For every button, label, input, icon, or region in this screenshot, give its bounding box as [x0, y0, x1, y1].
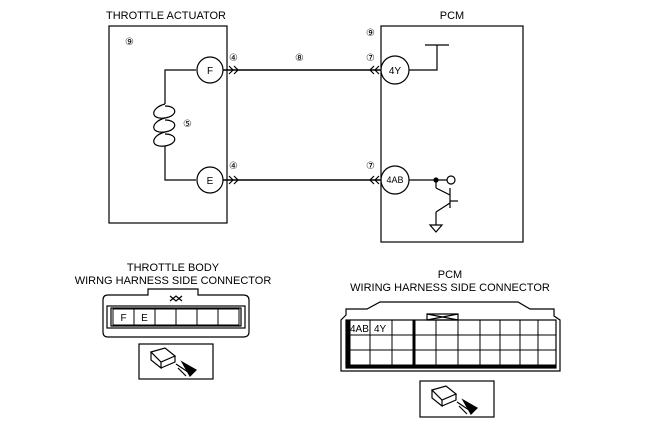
pcm-power-supply-symbol	[409, 44, 449, 71]
pcm-connector-view-icon	[430, 385, 478, 415]
pcm-connector-title-2: WIRING HARNESS SIDE CONNECTOR	[350, 282, 550, 294]
actuator-box-callout: ⑨	[125, 37, 134, 48]
connector-chevron-actuator-top	[228, 65, 239, 75]
connector-chevron-pcm-bottom	[369, 175, 380, 185]
connector-pcm-bottom-callout: ⑦	[366, 161, 375, 172]
pcm-connector-grid	[349, 319, 557, 367]
pcm-connector-view-frame	[419, 380, 495, 418]
tb-connector-cell	[154, 308, 177, 326]
tb-connector-cell	[196, 308, 219, 326]
pcm-connector-cell-4ab: 4AB	[350, 324, 369, 335]
pcm-title: PCM	[440, 10, 464, 22]
actuator-terminal-f-label: F	[207, 66, 213, 77]
connector-actuator-top-callout: ④	[229, 53, 238, 64]
pcm-connector-cell-4y: 4Y	[374, 324, 387, 335]
motor-coil-symbol	[153, 69, 196, 181]
tb-connector-body	[102, 288, 250, 338]
connector-actuator-bottom-callout: ④	[229, 161, 238, 172]
wire-harness-callout: ⑧	[295, 53, 304, 64]
connector-pcm-top-callout: ⑦	[366, 53, 375, 64]
connector-chevron-actuator-bottom	[228, 175, 239, 185]
tb-connector-view-icon	[149, 347, 197, 377]
pcm-terminal-4ab-label: 4AB	[386, 175, 403, 185]
pcm-connector-body	[340, 301, 561, 372]
tb-connector-cell-label: E	[141, 313, 148, 324]
tb-connector-title-1: THROTTLE BODY	[127, 262, 220, 274]
pcm-connector-title-1: PCM	[438, 269, 462, 281]
throttle-actuator-title: THROTTLE ACTUATOR	[106, 10, 226, 22]
tb-connector-view-frame	[138, 343, 214, 380]
throttle-actuator-box	[108, 25, 228, 224]
motor-coil-callout: ⑤	[183, 119, 192, 130]
tb-connector-cell	[217, 308, 240, 326]
pcm-terminal-4y-label: 4Y	[389, 66, 402, 77]
pcm-box-callout: ⑨	[366, 28, 375, 39]
tb-connector-cell	[175, 308, 198, 326]
tb-connector-cell-label: F	[120, 313, 126, 324]
pcm-box	[380, 25, 524, 243]
pcm-transistor-symbol	[409, 175, 458, 233]
connector-chevron-pcm-top	[369, 65, 380, 75]
tb-connector-title-2: WIRNG HARNESS SIDE CONNECTOR	[75, 275, 272, 287]
actuator-terminal-e-label: E	[207, 176, 214, 187]
